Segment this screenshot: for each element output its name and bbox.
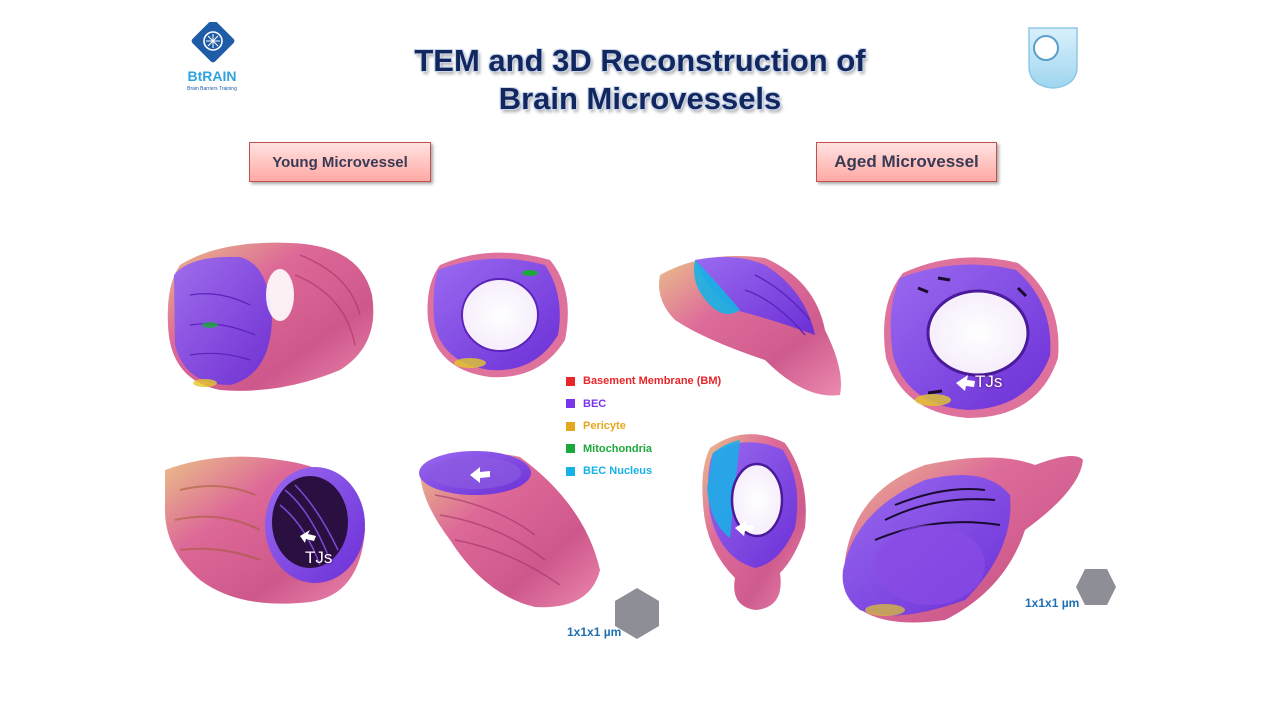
legend-label-bm: Basement Membrane (BM): [583, 375, 722, 388]
young-vessel-tilted-view: [419, 451, 600, 608]
aged-vessel-long-view: [842, 456, 1083, 623]
legend-item-pericyte: Pericyte: [566, 415, 721, 438]
legend-swatch-bec-nucleus: [566, 466, 575, 476]
legend-swatch-mitochondria: [566, 444, 575, 454]
tj-arrow-icon-3: [956, 375, 975, 391]
tj-arrow-icon-2: [470, 467, 490, 483]
scale-cube-icon-2: [1076, 569, 1116, 605]
scale-label-aged: 1x1x1 µm: [1025, 596, 1080, 610]
legend-item-bec: BEC: [566, 393, 721, 416]
brain-logo-icon: [191, 19, 235, 63]
legend-swatch-bec: [566, 399, 575, 409]
aged-microvessel-label: Aged Microvessel: [816, 142, 997, 182]
legend-item-bm: Basement Membrane (BM): [566, 370, 721, 393]
aged-vessel-side-view: [659, 256, 841, 396]
title-line-2: Brain Microvessels: [498, 81, 782, 116]
legend-item-bec-nucleus: BEC Nucleus: [566, 460, 721, 483]
university-shield-icon: [1028, 27, 1078, 89]
aged-vessel-vertical-view: [702, 434, 806, 610]
young-vessel-cross-section: [427, 252, 568, 378]
title-line-1: TEM and 3D Reconstruction of: [414, 43, 866, 78]
legend: Basement Membrane (BM) BEC Pericyte Mito…: [566, 370, 721, 483]
legend-label-pericyte: Pericyte: [583, 420, 626, 433]
young-vessel-lumen-view: [165, 456, 365, 604]
aged-vessel-cross-section: [884, 257, 1059, 418]
legend-swatch-bm: [566, 376, 575, 386]
legend-label-bec: BEC: [583, 397, 607, 410]
young-vessel-side-view: [167, 242, 374, 391]
tj-arrow-icon-4: [735, 520, 754, 536]
page-title: TEM and 3D Reconstruction of Brain Micro…: [300, 42, 980, 118]
legend-label-bec-nucleus: BEC Nucleus: [583, 465, 653, 478]
btrain-logo: BtRAIN Brain Barriers Training: [182, 19, 242, 96]
scale-cube-icon: [615, 588, 659, 639]
legend-label-mitochondria: Mitochondria: [583, 442, 653, 455]
young-microvessel-label: Young Microvessel: [249, 142, 431, 182]
logo-tagline: Brain Barriers Training: [187, 86, 237, 92]
logo-name: BtRAIN: [187, 68, 237, 84]
scale-label-young: 1x1x1 µm: [567, 625, 622, 639]
tj-annotation-young: TJs: [305, 548, 333, 567]
tj-arrow-icon: [300, 530, 316, 543]
legend-swatch-pericyte: [566, 421, 575, 431]
legend-item-mitochondria: Mitochondria: [566, 438, 721, 461]
tj-annotation-aged: TJs: [975, 372, 1003, 391]
